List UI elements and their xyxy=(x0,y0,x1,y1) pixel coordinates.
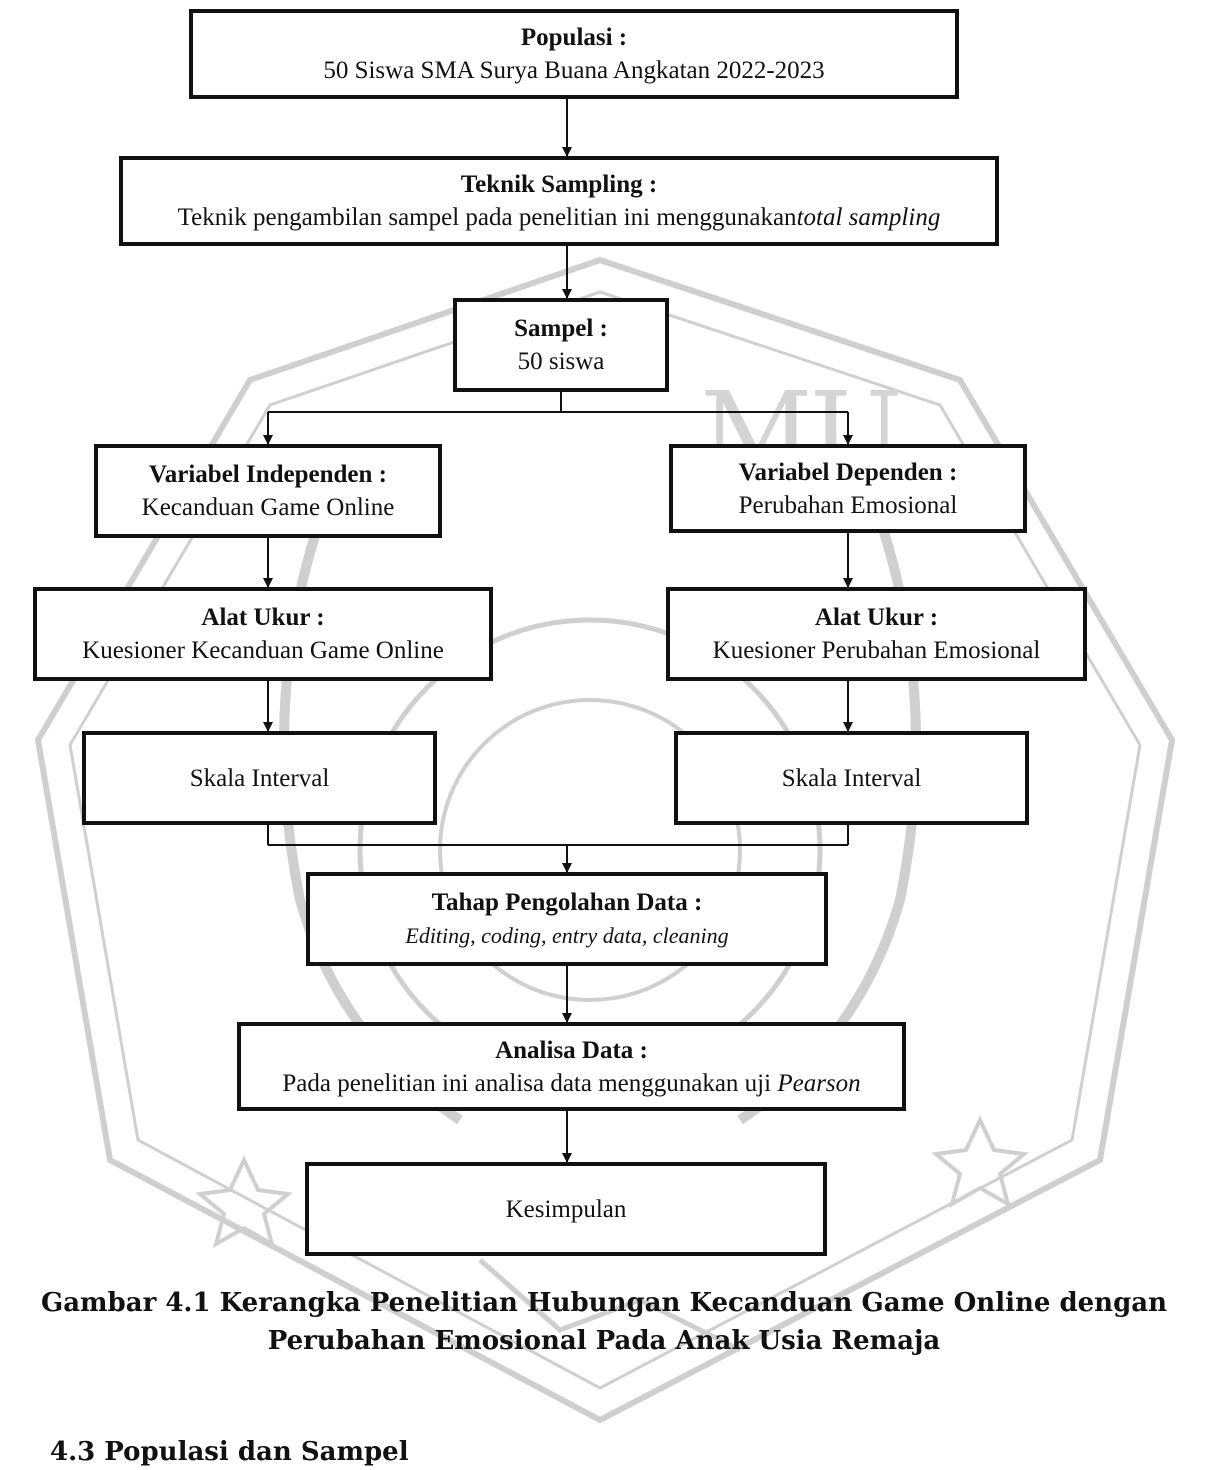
node-pengolahan-data: Tahap Pengolahan Data : Editing, coding,… xyxy=(306,872,828,966)
node-populasi: Populasi : 50 Siswa SMA Surya Buana Angk… xyxy=(189,9,959,99)
node-var-independen-body: Kecanduan Game Online xyxy=(141,494,395,521)
node-sampel: Sampel : 50 siswa xyxy=(453,298,669,392)
node-variabel-independen: Variabel Independen : Kecanduan Game Onl… xyxy=(94,444,442,538)
node-variabel-dependen: Variabel Dependen : Perubahan Emosional xyxy=(669,444,1027,533)
node-skala-right: Skala Interval xyxy=(674,731,1029,825)
node-teknik-sampling: Teknik Sampling : Teknik pengambilan sam… xyxy=(119,156,999,246)
node-analisa-body: Pada penelitian ini analisa data menggun… xyxy=(282,1067,860,1100)
node-alat-ukur-right: Alat Ukur : Kuesioner Perubahan Emosiona… xyxy=(666,587,1087,681)
node-kesimpulan: Kesimpulan xyxy=(305,1162,827,1256)
node-sampel-body: 50 siswa xyxy=(517,348,605,375)
node-pengolahan-body-italic: Editing, coding, entry data, cleaning xyxy=(405,923,729,948)
section-heading: 4.3 Populasi dan Sampel xyxy=(50,1437,409,1467)
node-pengolahan-body: Editing, coding, entry data, cleaning xyxy=(405,919,728,952)
node-analisa-body-text: Pada penelitian ini analisa data menggun… xyxy=(282,1069,778,1097)
node-var-dependen-title: Variabel Dependen : xyxy=(738,458,958,486)
node-alat-ukur-left: Alat Ukur : Kuesioner Kecanduan Game Onl… xyxy=(33,587,493,681)
node-analisa-body-italic: Pearson xyxy=(777,1069,861,1097)
node-pengolahan-title: Tahap Pengolahan Data : xyxy=(431,889,703,916)
node-var-independen-title: Variabel Independen : xyxy=(148,461,387,488)
node-populasi-title: Populasi : xyxy=(520,24,628,51)
node-alat-left-title: Alat Ukur : xyxy=(201,604,325,631)
node-populasi-body: 50 Siswa SMA Surya Buana Angkatan 2022-2… xyxy=(323,57,825,84)
node-alat-left-body: Kuesioner Kecanduan Game Online xyxy=(82,637,444,664)
node-skala-left: Skala Interval xyxy=(82,731,437,825)
node-teknik-title: Teknik Sampling : xyxy=(460,171,658,198)
figure-caption-line-2: Perubahan Emosional Pada Anak Usia Remaj… xyxy=(267,1325,941,1356)
node-analisa-data: Analisa Data : Pada penelitian ini anali… xyxy=(237,1022,906,1111)
node-alat-right-title: Alat Ukur : xyxy=(814,604,939,631)
node-skala-left-body: Skala Interval xyxy=(189,764,330,792)
node-sampel-title: Sampel : xyxy=(514,315,608,342)
node-skala-right-body: Skala Interval xyxy=(781,764,922,792)
figure-caption-line-1: Gambar 4.1 Kerangka Penelitian Hubungan … xyxy=(41,1288,1167,1318)
node-teknik-body: Teknik pengambilan sampel pada penelitia… xyxy=(178,201,941,234)
node-var-dependen-body: Perubahan Emosional xyxy=(738,491,958,519)
figure-caption: Gambar 4.1 Kerangka Penelitian Hubungan … xyxy=(0,1285,1208,1360)
node-teknik-body-text: Teknik pengambilan sampel pada penelitia… xyxy=(177,204,797,231)
node-analisa-title: Analisa Data : xyxy=(495,1036,648,1064)
node-kesimpulan-body: Kesimpulan xyxy=(505,1195,627,1223)
node-alat-right-body: Kuesioner Perubahan Emosional xyxy=(712,637,1041,664)
node-teknik-body-italic: total sampling xyxy=(796,204,941,231)
